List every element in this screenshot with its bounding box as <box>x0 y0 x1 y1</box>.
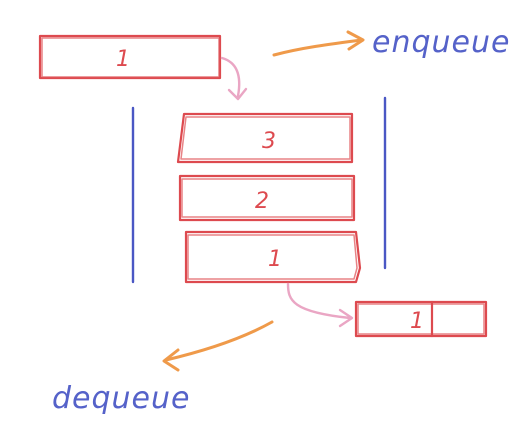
queue-item-box: 2 <box>178 174 356 222</box>
enqueue-arrow <box>272 30 365 57</box>
enqueue-label: enqueue <box>372 25 510 60</box>
dequeue-flow-arrow <box>286 282 354 328</box>
outgoing-item-label: 1 <box>410 309 424 334</box>
incoming-item-label: 1 <box>116 47 130 72</box>
dequeue-arrow <box>162 320 274 372</box>
dequeue-label: dequeue <box>52 381 190 416</box>
queue-item-label: 3 <box>262 129 276 154</box>
outgoing-item-box: 1 <box>354 300 488 338</box>
queue-item-label: 1 <box>268 247 282 272</box>
incoming-item-box: 1 <box>38 34 222 80</box>
queue-item-box: 3 <box>176 112 354 164</box>
queue-item-label: 2 <box>255 189 269 214</box>
enqueue-flow-arrow <box>220 56 248 101</box>
queue-item-box: 1 <box>184 230 362 284</box>
